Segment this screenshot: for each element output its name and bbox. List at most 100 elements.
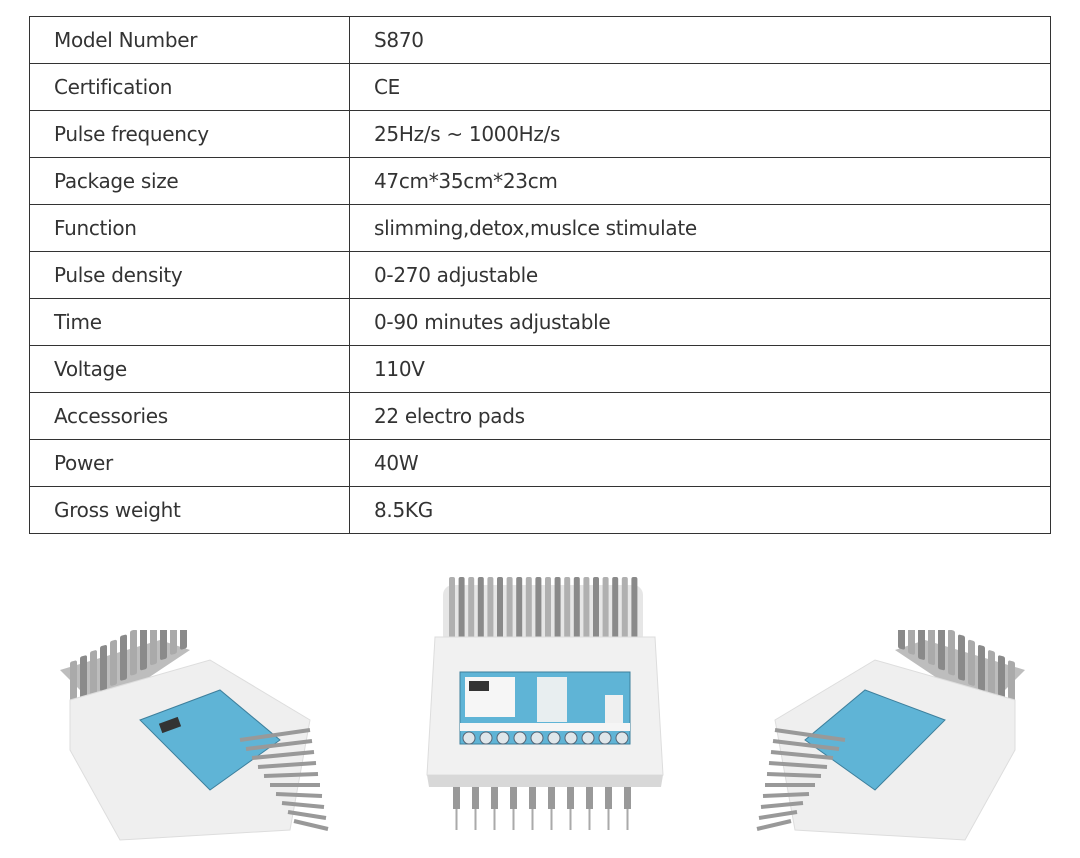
- knob: [530, 731, 544, 745]
- plug: [293, 819, 329, 831]
- electrode-pad: [583, 577, 590, 639]
- electrode-pad: [477, 577, 484, 639]
- electrode-pad: [602, 577, 609, 639]
- electrode-pad: [170, 630, 177, 655]
- spec-label: Accessories: [29, 392, 350, 440]
- plug: [770, 750, 834, 760]
- plug: [529, 787, 536, 809]
- spec-label: Power: [29, 439, 350, 487]
- knob: [462, 731, 476, 745]
- electrode-pad: [535, 577, 542, 639]
- spec-label: Gross weight: [29, 486, 350, 534]
- plug: [257, 761, 317, 769]
- electrode-pad: [100, 645, 107, 691]
- product-image-left: [60, 630, 329, 841]
- electrode-pad: [593, 577, 599, 639]
- spec-label: Pulse frequency: [29, 110, 350, 158]
- electrode-pad: [998, 655, 1005, 702]
- electrode-pad: [506, 577, 513, 639]
- plug: [624, 787, 631, 809]
- electrode-pad: [150, 630, 157, 666]
- plug: [772, 739, 840, 751]
- spec-label: Package size: [29, 157, 350, 205]
- plug: [768, 761, 828, 769]
- knob: [479, 731, 493, 745]
- spec-label: Function: [29, 204, 350, 252]
- electrode-pads: [443, 577, 643, 645]
- plug: [263, 772, 319, 778]
- electrode-pad: [554, 577, 561, 639]
- electrode-pad: [80, 655, 87, 702]
- spec-label: Model Number: [29, 16, 350, 64]
- plug: [287, 810, 327, 820]
- knob: [513, 731, 527, 745]
- electrode-pad: [898, 630, 905, 650]
- electrode-pad: [497, 577, 503, 639]
- electrode-pad: [968, 639, 975, 686]
- electrode-pad: [938, 630, 945, 671]
- electrode-pad: [487, 577, 494, 639]
- electrode-pad: [545, 577, 551, 639]
- electrode-pad: [468, 577, 475, 639]
- electrode-pad: [978, 645, 985, 691]
- spec-value: 0-270 adjustable: [349, 251, 1051, 299]
- plug: [756, 819, 792, 831]
- electrode-pad: [70, 660, 77, 707]
- electrode-pad: [573, 577, 580, 639]
- plug: [605, 787, 612, 809]
- knob: [547, 731, 561, 745]
- electrode-pad: [458, 577, 465, 639]
- electrode-pad: [958, 634, 965, 681]
- knob: [581, 731, 595, 745]
- spec-value: 47cm*35cm*23cm: [349, 157, 1051, 205]
- electrode-pad: [1008, 660, 1015, 707]
- product-image-front: [426, 577, 664, 830]
- knob: [615, 731, 629, 745]
- spec-value: 40W: [349, 439, 1051, 487]
- electrode-pad: [988, 650, 995, 697]
- plug: [275, 792, 323, 798]
- plug: [567, 787, 574, 809]
- plug: [472, 787, 479, 809]
- spec-value: 22 electro pads: [349, 392, 1051, 440]
- electrode-pad: [90, 650, 97, 697]
- spec-label: Certification: [29, 63, 350, 111]
- electrode-pad: [612, 577, 619, 639]
- knob: [496, 731, 510, 745]
- plug: [245, 739, 313, 751]
- spec-value: CE: [349, 63, 1051, 111]
- spec-value: 0-90 minutes adjustable: [349, 298, 1051, 346]
- electrode-pad: [180, 630, 187, 650]
- plug: [251, 750, 315, 760]
- product-image-right: [756, 630, 1025, 841]
- spec-value: S870: [349, 16, 1051, 64]
- spec-label: Voltage: [29, 345, 350, 393]
- plug: [586, 787, 593, 809]
- electrode-pad: [918, 630, 925, 660]
- plug: [491, 787, 498, 809]
- electrode-pad: [110, 639, 117, 686]
- spec-value: 25Hz/s ~ 1000Hz/s: [349, 110, 1051, 158]
- electrode-pad: [160, 630, 167, 660]
- plug: [510, 787, 517, 809]
- plug: [774, 728, 846, 742]
- electrode-pad: [130, 630, 137, 676]
- plug: [281, 801, 325, 809]
- electrode-pad: [525, 577, 532, 639]
- knob: [598, 731, 612, 745]
- plug: [758, 810, 798, 820]
- spec-label: Time: [29, 298, 350, 346]
- electrode-pad: [948, 630, 955, 676]
- electrode-pad: [631, 577, 638, 639]
- plug: [453, 787, 460, 809]
